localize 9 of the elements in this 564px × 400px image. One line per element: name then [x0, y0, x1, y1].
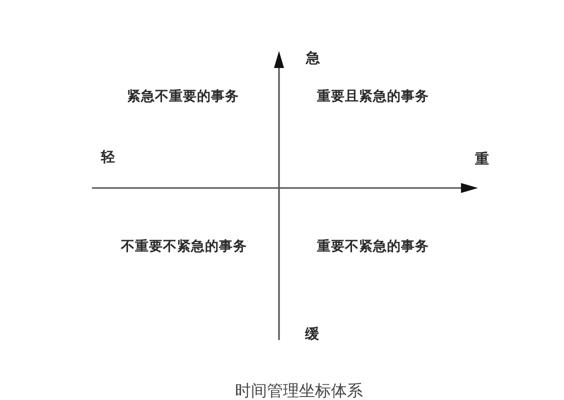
quadrant-label: 紧急不重要的事务: [127, 90, 239, 104]
quadrant-label: 不重要不紧急的事务: [121, 240, 247, 254]
axis-label: 急: [306, 51, 320, 67]
quadrant-label: 重要且紧急的事务: [317, 90, 429, 104]
axis-label: 缓: [305, 327, 319, 343]
quadrant-label: 重要不紧急的事务: [317, 240, 429, 254]
axis-label: 轻: [101, 150, 115, 166]
axis-label: 重: [475, 152, 489, 168]
caption: 时间管理坐标体系: [235, 382, 363, 400]
